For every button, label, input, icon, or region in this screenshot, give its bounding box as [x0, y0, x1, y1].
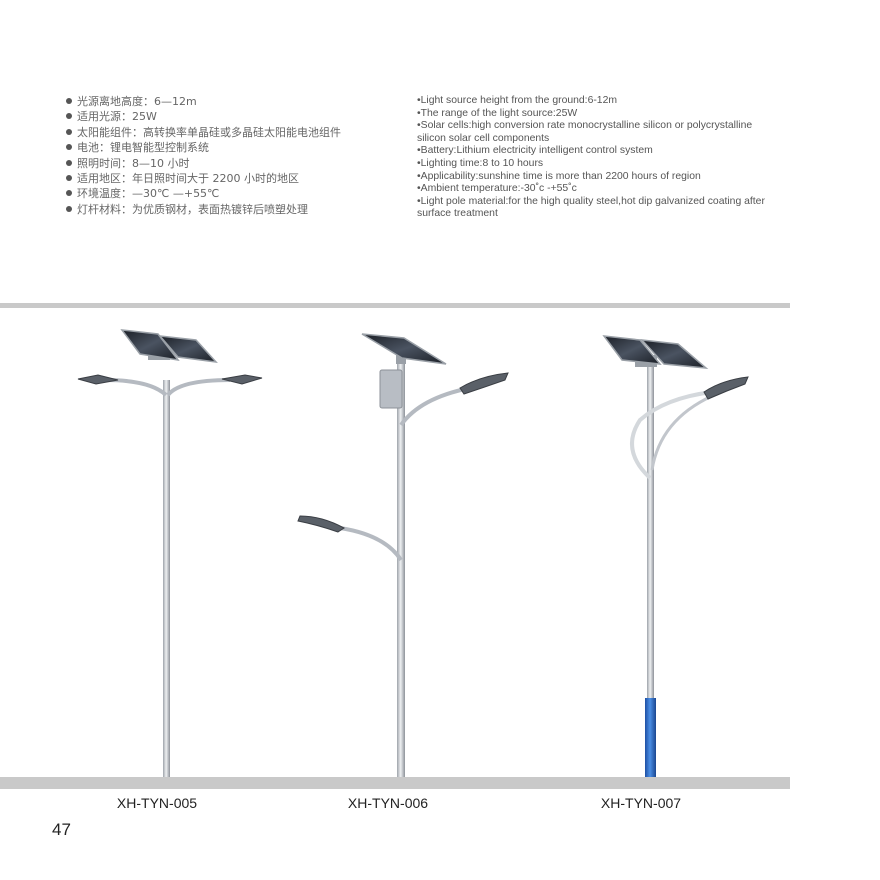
spec-en-item: •Ambient temperature:-30˚c -+55˚c [417, 183, 577, 195]
spec-en-item: •Solar cells:high conversion rate monocr… [417, 120, 753, 144]
pole-shaft [397, 358, 405, 778]
battery-box [379, 369, 403, 409]
bullet-icon [66, 159, 72, 166]
spec-cn-item: 适用光源：25W [66, 109, 386, 124]
spec-cn-item: 适用地区：年日照时间大于 2200 小时的地区 [66, 171, 386, 186]
model-label-005: XH-TYN-005 [116, 795, 198, 811]
specs-chinese-list: 光源离地高度：6—12m 适用光源：25W 太阳能组件：高转换率单晶硅或多晶硅太… [66, 94, 386, 217]
spec-cn-item: 太阳能组件：高转换率单晶硅或多晶硅太阳能电池组件 [66, 125, 386, 140]
spec-cn-item: 照明时间：8—10 小时 [66, 156, 386, 171]
page-number: 47 [52, 820, 71, 839]
spec-en-item: •The range of the light source:25W [417, 107, 578, 119]
pole-curved-arm [650, 394, 713, 471]
bullet-icon [66, 113, 72, 120]
spec-en-item: •Lighting time:8 to 10 hours [417, 157, 544, 169]
pole-lower-arm [339, 526, 403, 562]
street-lights-illustration [77, 329, 749, 778]
pole-upper-arm [399, 386, 471, 427]
solar-panel-icon [640, 339, 709, 369]
solar-panel-icon [158, 335, 218, 364]
bullet-icon [66, 128, 72, 135]
spec-cn-item: 电池：锂电智能型控制系统 [66, 140, 386, 155]
pole-xh-tyn-006 [297, 333, 509, 778]
pole-shaft [647, 362, 654, 700]
ground-bar [0, 777, 790, 789]
spec-cn-item: 光源离地高度：6—12m [66, 94, 386, 109]
spec-en-item: •Battery:Lithium electricity intelligent… [417, 145, 653, 157]
pole-blue-base [645, 698, 656, 778]
lamp-head-icon [221, 374, 263, 385]
pole-xh-tyn-007 [602, 335, 749, 778]
top-divider [0, 303, 790, 308]
spec-en-item: •Light source height from the ground:6-1… [417, 95, 618, 106]
lamp-head-icon [703, 376, 749, 400]
pole-left-arm [104, 378, 168, 397]
solar-panel-icon [602, 335, 662, 365]
bullet-icon [66, 190, 72, 197]
bullet-icon [66, 175, 72, 182]
model-label-006: XH-TYN-006 [347, 795, 429, 811]
pole-xh-tyn-005 [77, 329, 263, 778]
spec-en-item: •Light pole material:for the high qualit… [417, 195, 765, 220]
lamp-head-icon [77, 374, 119, 385]
lamp-head-icon [297, 515, 345, 533]
spec-cn-item: 环境温度：—30℃ —+55℃ [66, 186, 386, 201]
model-label-007: XH-TYN-007 [600, 795, 682, 811]
spec-cn-item: 灯杆材料：为优质钢材，表面热镀锌后喷塑处理 [66, 202, 386, 217]
pole-shaft [163, 380, 170, 778]
solar-panel-icon [120, 329, 180, 362]
pole-curved-arm [630, 390, 713, 480]
bullet-icon [66, 98, 72, 104]
specs-english-list: •Light source height from the ground:6-1… [417, 95, 767, 221]
spec-en-item: •Applicability:sunshine time is more tha… [417, 170, 701, 182]
pole-right-arm [166, 378, 231, 397]
bullet-icon [66, 205, 72, 212]
solar-panel-icon [361, 333, 447, 365]
lamp-head-icon [459, 372, 509, 395]
bullet-icon [66, 144, 72, 151]
